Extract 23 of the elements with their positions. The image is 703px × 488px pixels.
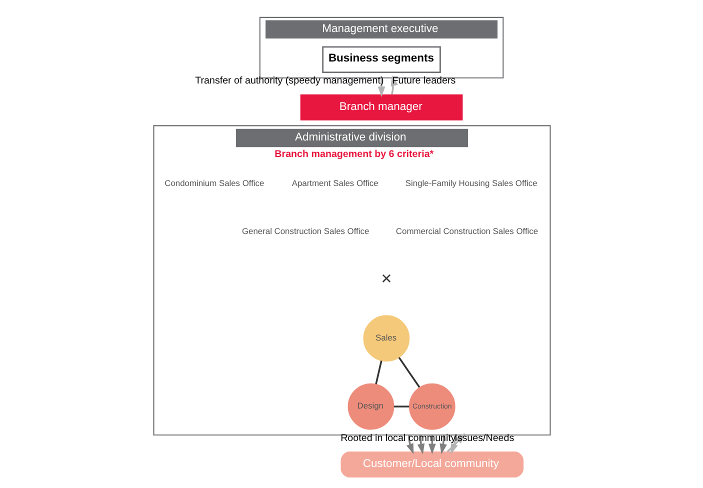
connector bbox=[398, 356, 420, 388]
node-text: General Construction Sales Office bbox=[241, 226, 369, 236]
node-box: Branch manager bbox=[300, 94, 462, 120]
node-box: Customer/Local community bbox=[340, 451, 524, 478]
node-circle: Design bbox=[347, 382, 394, 430]
node-box: Business segments bbox=[322, 46, 440, 72]
edge-label: Transfer of authority (speedy management) bbox=[194, 75, 384, 86]
node-circle: Sales bbox=[362, 314, 410, 362]
label: × bbox=[380, 266, 392, 288]
connector bbox=[393, 405, 409, 407]
arrow bbox=[377, 77, 385, 97]
arrow bbox=[428, 434, 436, 454]
node-text: Apartment Sales Office bbox=[291, 178, 378, 188]
arrow bbox=[416, 434, 424, 454]
node-text: Commercial Construction Sales Office bbox=[395, 226, 538, 236]
arrow bbox=[390, 74, 398, 94]
connector bbox=[374, 360, 382, 384]
node-text: Condominium Sales Office bbox=[164, 178, 264, 188]
node-text: Single-Family Housing Sales Office bbox=[404, 178, 537, 188]
edge-label: Future leaders bbox=[392, 75, 456, 86]
arrow bbox=[439, 434, 446, 454]
edge-label: Issues/Needs bbox=[454, 432, 514, 444]
arrow bbox=[406, 434, 414, 454]
